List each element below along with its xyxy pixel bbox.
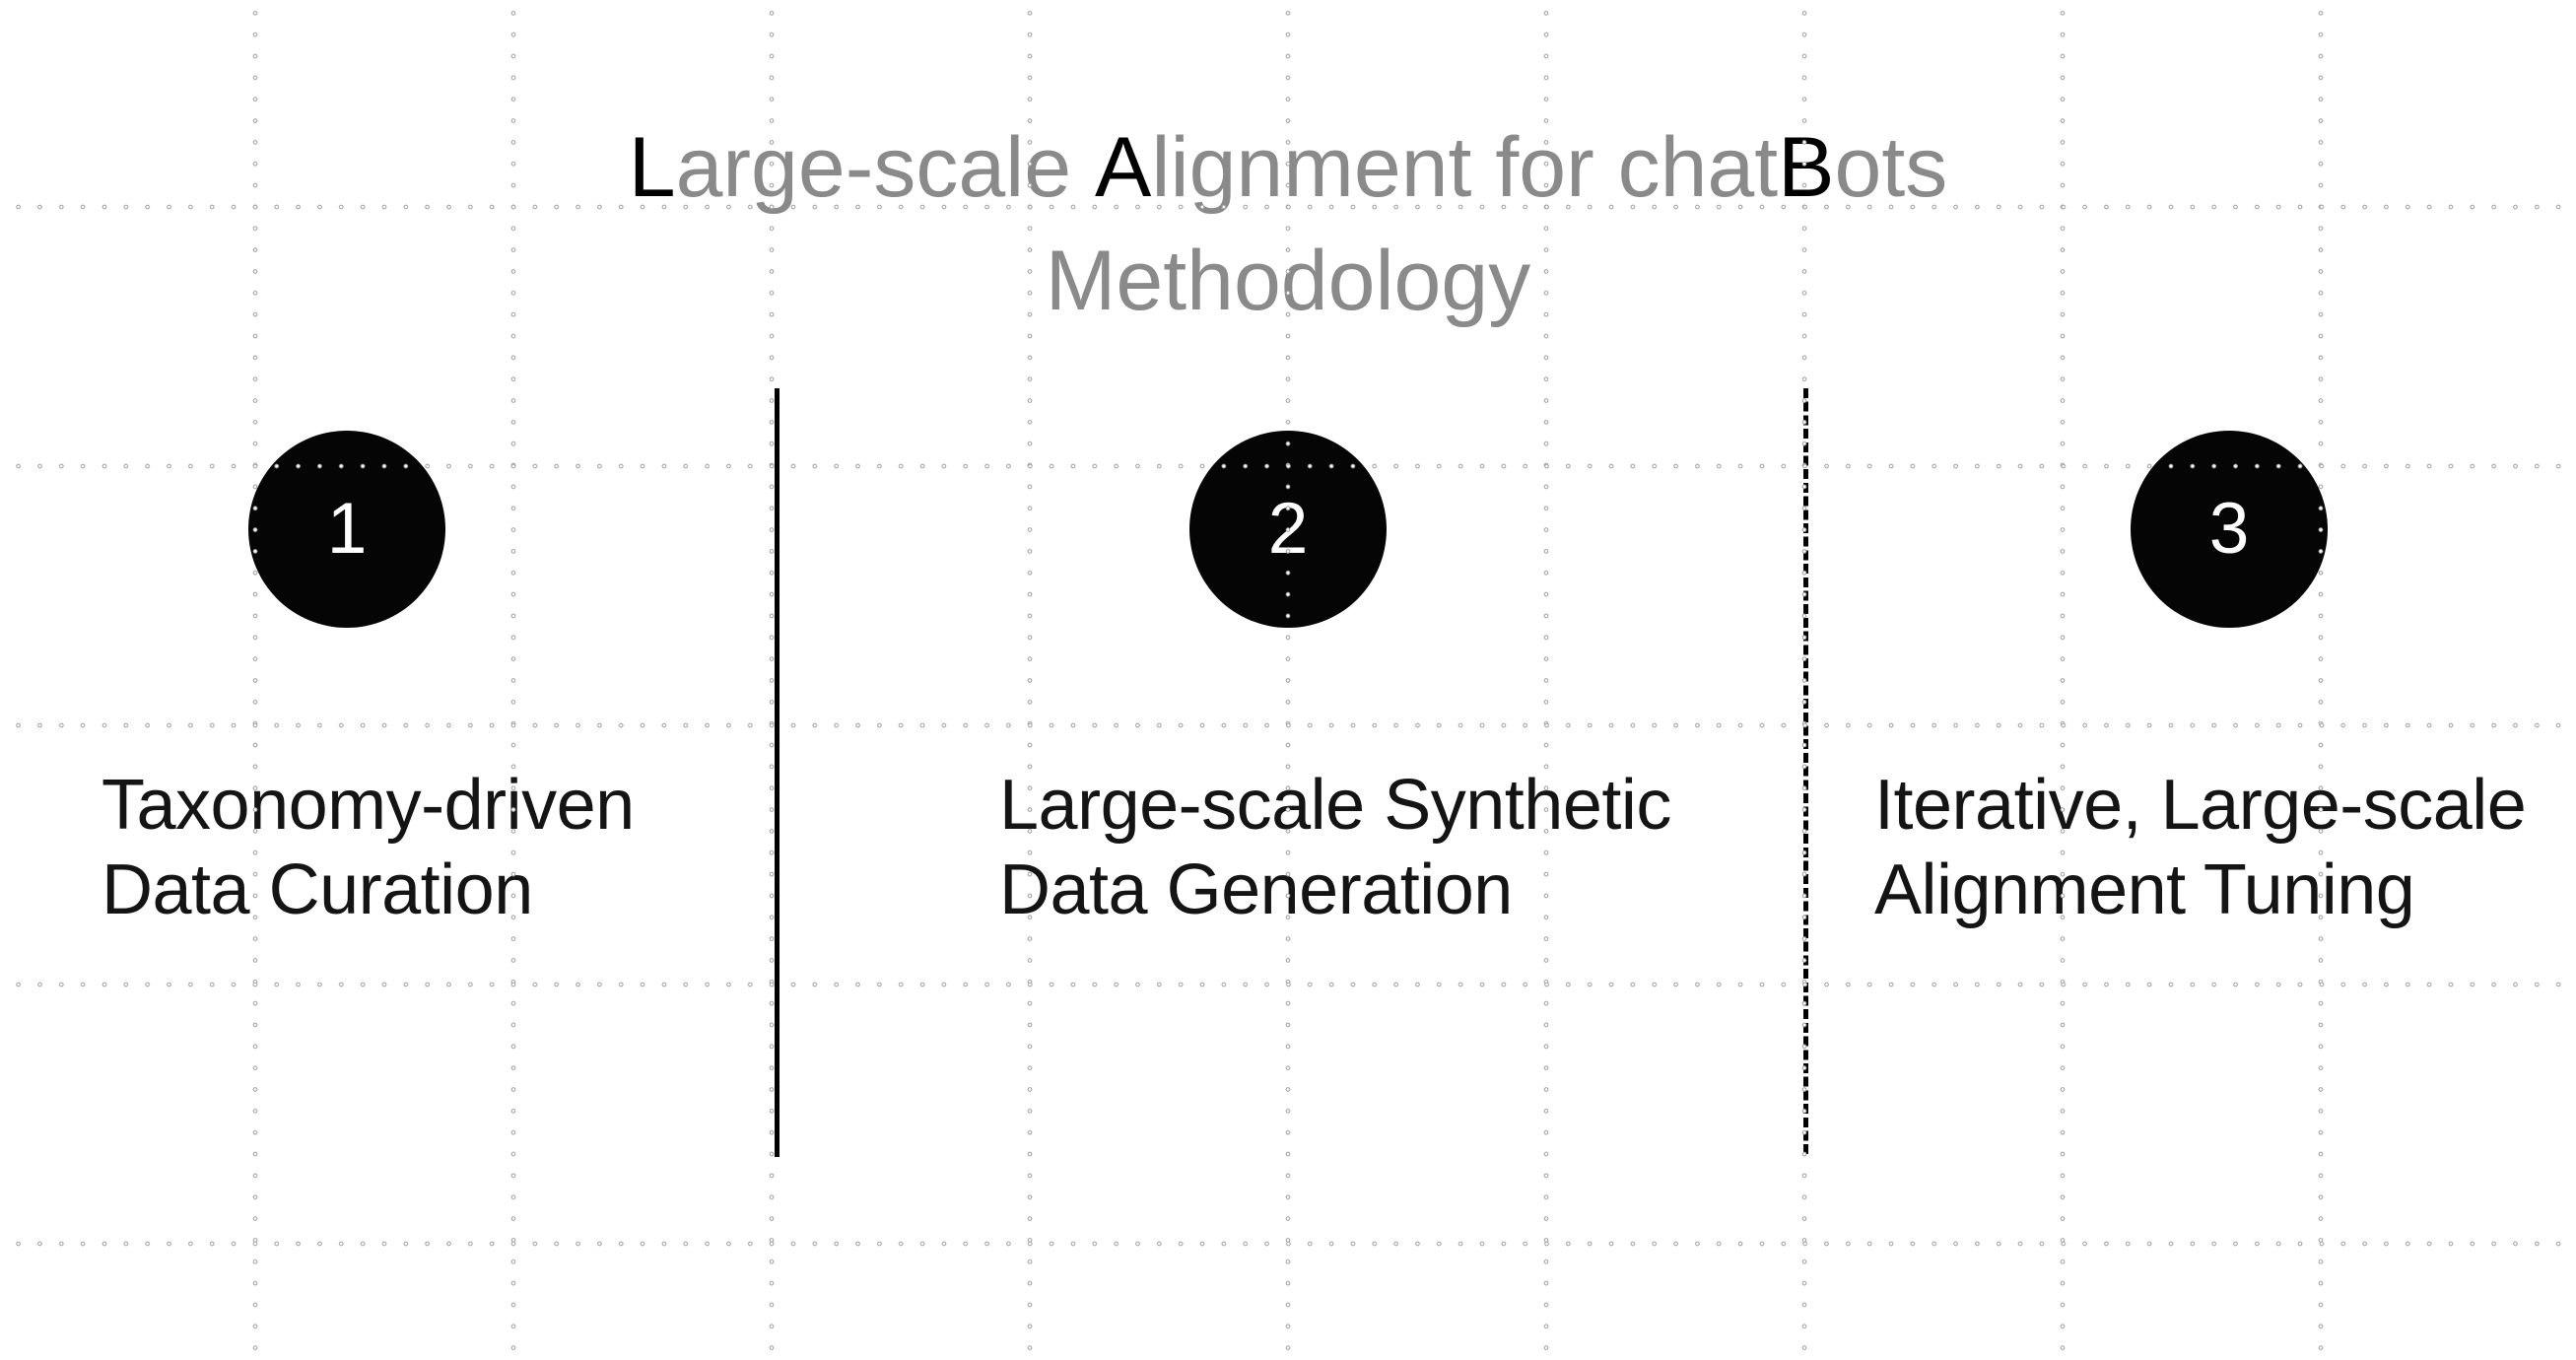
title-text-arge-scale: arge-scale [675,120,1096,215]
step-3-label: Iterative, Large-scale Alignment Tuning [1874,764,2527,932]
title-text-ots: ots [1834,120,1948,215]
title-accent-B: B [1778,120,1835,215]
step-3-label-line1: Iterative, Large-scale [1874,766,2527,845]
step-1-circle: 1 [248,431,445,628]
title-accent-A: A [1095,120,1152,215]
step-3-label-line2: Alignment Tuning [1874,850,2415,929]
section-divider-1 [775,388,780,1157]
slide-title-line1: Large-scale Alignment for chatBots [0,111,2576,225]
step-1-label: Taxonomy-driven Data Curation [102,764,635,932]
title-accent-L: L [628,120,676,215]
step-2-label: Large-scale Synthetic Data Generation [999,764,1671,932]
step-1-label-line2: Data Curation [102,850,533,929]
slide-title: Large-scale Alignment for chatBots Metho… [0,111,2576,338]
slide-subtitle: Methodology [1045,234,1531,328]
step-3-circle: 3 [2131,431,2328,628]
step-3-number: 3 [2208,489,2250,569]
step-2-number: 2 [1267,489,1309,569]
title-text-lignment-for-chat: lignment for chat [1151,120,1779,215]
step-2-circle: 2 [1189,431,1387,628]
step-2-label-line2: Data Generation [999,850,1513,929]
step-2-label-line1: Large-scale Synthetic [999,766,1671,845]
step-1-number: 1 [326,489,368,569]
section-divider-2 [1803,388,1808,1157]
step-1-label-line1: Taxonomy-driven [102,766,635,845]
